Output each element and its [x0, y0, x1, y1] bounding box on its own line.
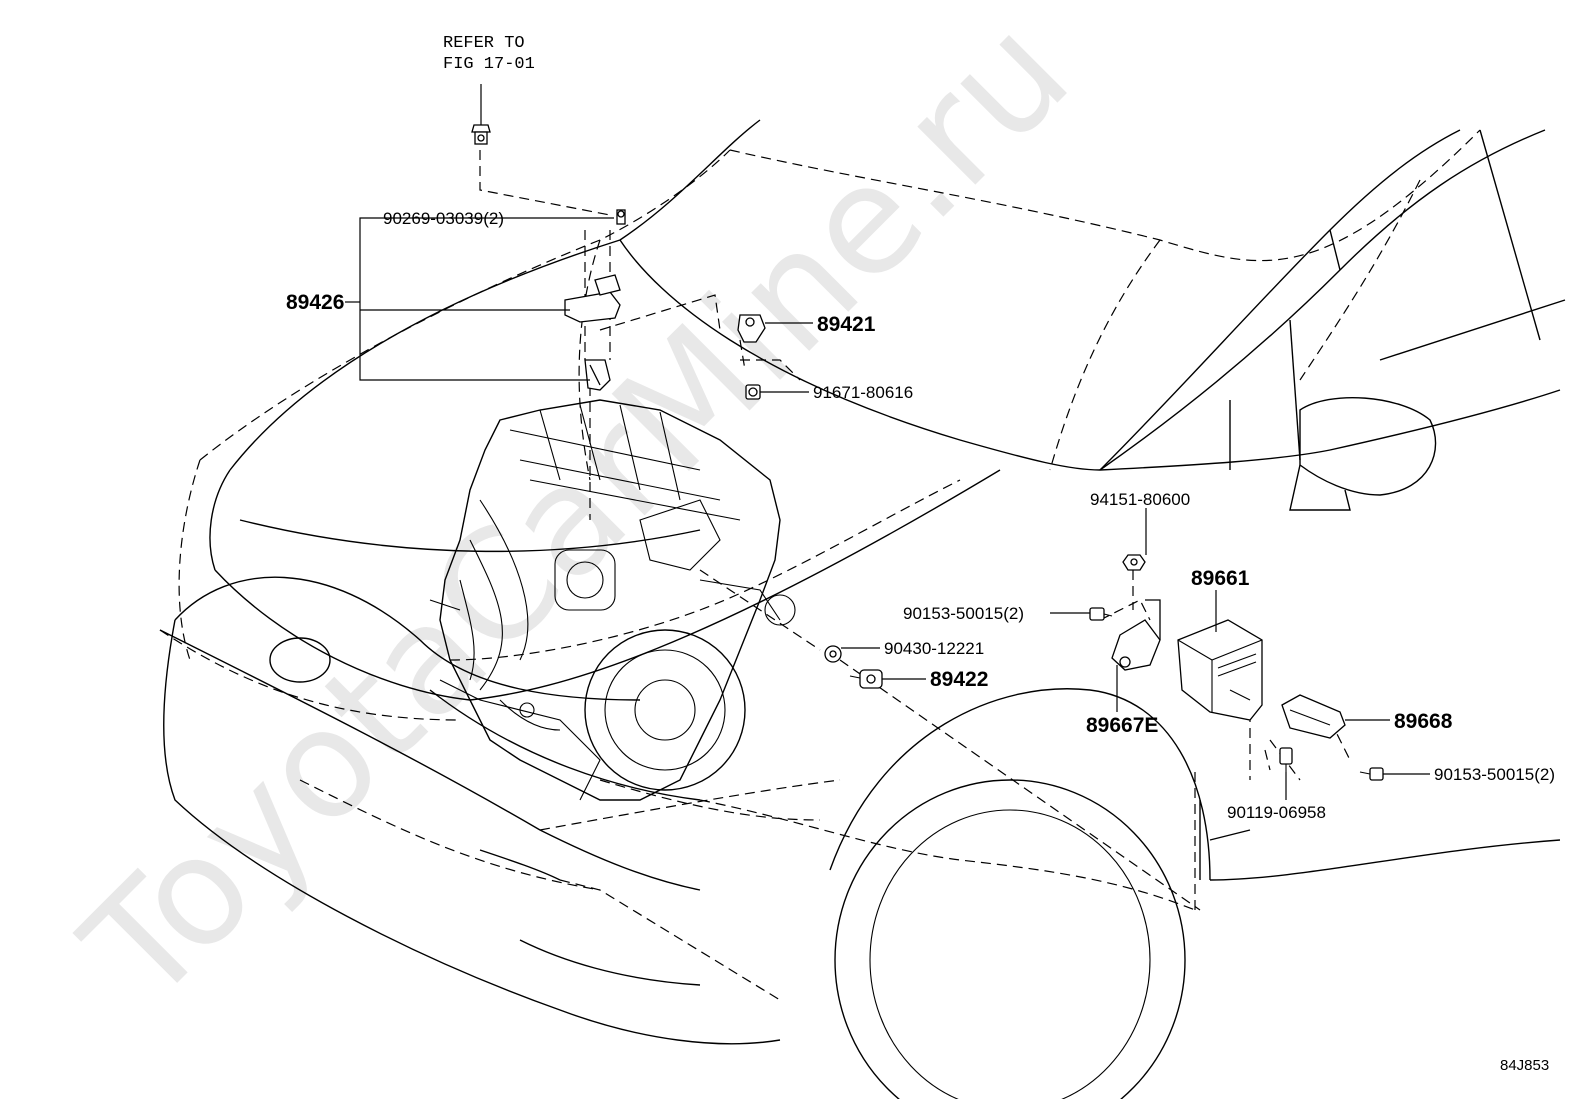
car-body-outline	[159, 119, 1566, 1099]
part-label-89668[interactable]: 89668	[1394, 710, 1453, 733]
part-label-89426[interactable]: 89426	[286, 291, 344, 314]
part-label-91671-80616[interactable]: 91671-80616	[813, 383, 913, 402]
part-label-90430-12221[interactable]: 90430-12221	[884, 639, 984, 658]
bracket-89668-icon	[1281, 694, 1346, 739]
ref-bolt-icon	[471, 84, 491, 145]
bolt-90153-right-icon	[1359, 767, 1384, 781]
part-label-89667e[interactable]: 89667E	[1086, 714, 1158, 737]
nut-94151-icon	[1122, 554, 1146, 571]
part-label-94151-80600[interactable]: 94151-80600	[1090, 490, 1190, 509]
sensor-89422-icon	[849, 669, 883, 689]
part-label-89661[interactable]: 89661	[1191, 567, 1250, 590]
diagram-id: 84J853	[1500, 1057, 1549, 1074]
bolt-91671-icon	[745, 384, 761, 400]
sensor-89421-icon	[737, 314, 766, 343]
part-label-90269-03039[interactable]: 90269-03039(2)	[383, 209, 504, 228]
part-label-89422[interactable]: 89422	[930, 668, 988, 691]
part-label-89421[interactable]: 89421	[817, 313, 876, 336]
part-label-90153-50015-left[interactable]: 90153-50015(2)	[903, 604, 1024, 623]
bolt-90153-left-icon	[1089, 607, 1113, 621]
leader-lines	[345, 217, 1430, 800]
engine-assembly	[429, 399, 796, 801]
part-label-90153-50015-right[interactable]: 90153-50015(2)	[1434, 765, 1555, 784]
washer-90430-icon	[824, 645, 842, 663]
reference-note-line1: REFER TO	[443, 34, 525, 53]
ecu-89661-icon	[1177, 619, 1263, 721]
reference-note-line2: FIG 17-01	[443, 55, 535, 74]
watermark: ToyotaCarMine.ru	[52, 0, 1102, 1036]
clip-90269-icon	[616, 209, 626, 225]
bolt-90119-icon	[1279, 747, 1293, 772]
bracket-89667e-icon	[1111, 599, 1161, 671]
part-label-90119-06958[interactable]: 90119-06958	[1227, 803, 1326, 822]
sensor-89426-icon	[564, 274, 621, 391]
